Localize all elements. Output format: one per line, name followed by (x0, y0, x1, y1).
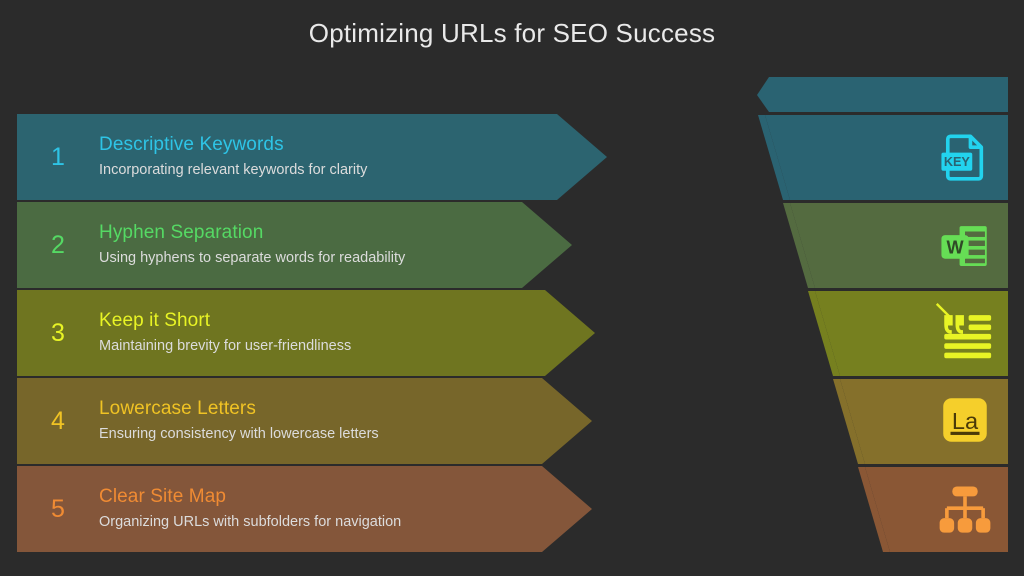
funnel-icon-1: KEY (935, 128, 995, 188)
funnel-icon-3 (933, 302, 993, 362)
funnel-notch-3 (808, 291, 840, 376)
step-heading-4: Lowercase Letters (99, 398, 256, 420)
funnel-segment-2 (790, 203, 1008, 288)
sitemap-icon (939, 486, 991, 533)
funnel-icon-2: W (935, 216, 995, 276)
funnel-icon-5 (935, 480, 995, 540)
funnel-cap (757, 77, 1008, 112)
step-content-4: 4 Lowercase Letters Ensuring consistency… (17, 378, 542, 464)
svg-text:W: W (946, 237, 964, 257)
step-content-2: 2 Hyphen Separation Using hyphens to sep… (17, 202, 522, 288)
step-body-5 (17, 466, 542, 552)
step-tip-3 (545, 290, 595, 376)
step-tip-5 (542, 466, 592, 552)
step-tip-2 (522, 202, 572, 288)
step-number-4: 4 (51, 406, 65, 435)
blockquote-icon (935, 303, 992, 359)
svg-text:KEY: KEY (944, 155, 971, 169)
step-text-5: Clear Site Map Organizing URLs with subf… (99, 486, 401, 531)
svg-text:La: La (952, 408, 979, 434)
step-subtext-4: Ensuring consistency with lowercase lett… (99, 426, 379, 443)
step-body-3 (17, 290, 545, 376)
step-body-4 (17, 378, 542, 464)
step-subtext-5: Organizing URLs with subfolders for navi… (99, 514, 402, 531)
step-body-1 (17, 114, 557, 200)
funnel-notch-5 (858, 467, 890, 552)
step-heading-1: Descriptive Keywords (99, 134, 284, 156)
page-title: Optimizing URLs for SEO Success (308, 18, 716, 48)
step-text-1: Descriptive Keywords Incorporating relev… (99, 134, 367, 179)
step-subtext-1: Incorporating relevant keywords for clar… (99, 162, 368, 179)
step-tip-4 (542, 378, 592, 464)
step-tip-1 (557, 114, 607, 200)
step-number-5: 5 (51, 494, 65, 523)
step-subtext-2: Using hyphens to separate words for read… (99, 250, 406, 267)
step-heading-3: Keep it Short (99, 310, 211, 332)
lowercase-la-icon: La (943, 398, 987, 442)
step-subtext-3: Maintaining brevity for user-friendlines… (99, 338, 352, 355)
funnel-notch-1 (758, 115, 790, 200)
step-heading-2: Hyphen Separation (99, 222, 264, 244)
word-document-icon: W (941, 226, 987, 266)
step-body-2 (17, 202, 522, 288)
step-text-4: Lowercase Letters Ensuring consistency w… (99, 398, 379, 443)
step-heading-5: Clear Site Map (99, 486, 227, 508)
step-text-3: Keep it Short Maintaining brevity for us… (99, 310, 351, 355)
funnel-notch-2 (783, 203, 815, 288)
step-content-1: 1 Descriptive Keywords Incorporating rel… (17, 114, 557, 200)
step-number-2: 2 (51, 230, 65, 259)
funnel-notch-4 (833, 379, 865, 464)
step-number-3: 3 (51, 318, 65, 347)
step-number-1: 1 (51, 142, 65, 171)
step-content-3: 3 Keep it Short Maintaining brevity for … (17, 290, 545, 376)
funnel-icon-4: La (935, 390, 995, 450)
step-text-2: Hyphen Separation Using hyphens to separ… (99, 222, 405, 267)
step-content-5: 5 Clear Site Map Organizing URLs with su… (17, 466, 542, 552)
key-document-icon: KEY (941, 134, 984, 181)
